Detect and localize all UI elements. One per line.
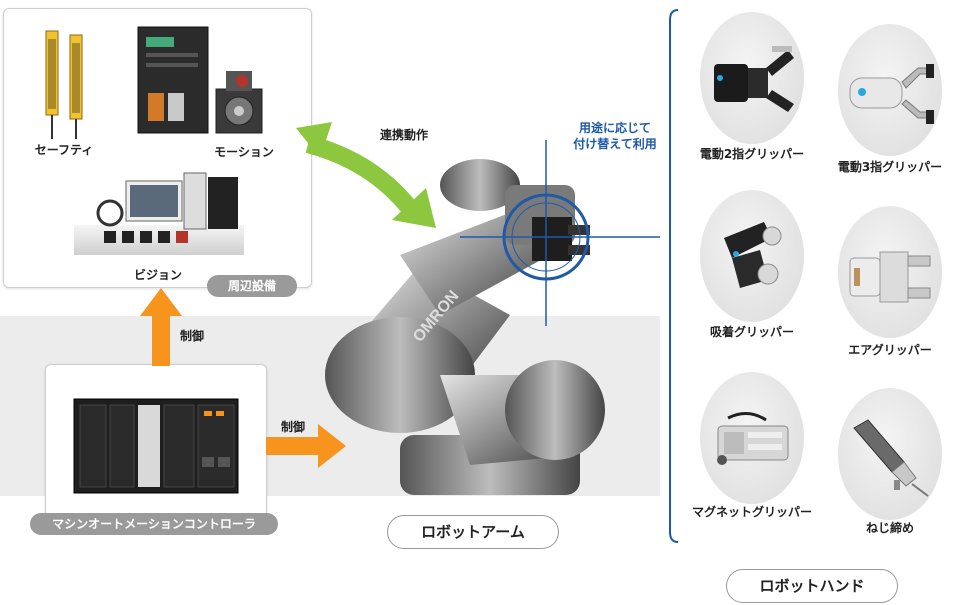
control-up-arrow bbox=[140, 288, 182, 366]
electric-2finger-gripper-icon bbox=[714, 46, 794, 112]
gripper-label-6: ねじ締め bbox=[865, 521, 914, 535]
hand-bracket bbox=[669, 9, 679, 543]
gripper-3finger-oval bbox=[838, 24, 942, 156]
control-right-label: 制御 bbox=[280, 420, 305, 434]
vision-system-image bbox=[74, 172, 244, 255]
vision-label: ビジョン bbox=[133, 268, 182, 282]
gripper-2finger-oval bbox=[700, 12, 804, 144]
gripper-screw-oval bbox=[838, 388, 942, 520]
motion-drive-image bbox=[137, 26, 263, 134]
swap-note: 用途に応じて 付け替えて利用 bbox=[560, 120, 670, 152]
gripper-suction-oval bbox=[700, 190, 804, 322]
safety-label: セーフティ bbox=[34, 143, 94, 157]
robot-arm-title-badge: ロボットアーム bbox=[387, 515, 559, 549]
gripper-label-4: エアグリッパー bbox=[848, 343, 932, 357]
vacuum-gripper-icon bbox=[724, 222, 782, 288]
controller-image bbox=[73, 398, 239, 494]
screwdriver-icon bbox=[853, 419, 929, 497]
magnet-gripper-icon bbox=[717, 412, 789, 465]
electric-3finger-gripper-icon bbox=[849, 64, 934, 124]
swap-note-line1: 用途に応じて bbox=[578, 121, 651, 135]
gripper-label-2: 電動3指グリッパー bbox=[837, 160, 943, 174]
control-right-arrow bbox=[266, 424, 346, 468]
safety-sensor-image bbox=[45, 30, 83, 139]
peripherals-title-badge: 周辺設備 bbox=[207, 275, 297, 297]
tool-swap-crosshair bbox=[460, 140, 660, 326]
gripper-label-3: 吸着グリッパー bbox=[709, 325, 794, 339]
motion-label: モーション bbox=[214, 145, 274, 159]
gripper-label-5: マグネットグリッパー bbox=[691, 505, 812, 519]
cooperation-label: 連携動作 bbox=[379, 128, 428, 142]
robot-hand-title-badge: ロボットハンド bbox=[726, 569, 898, 603]
control-up-label: 制御 bbox=[179, 329, 204, 343]
gripper-label-1: 電動2指グリッパー bbox=[699, 147, 805, 161]
gripper-air-oval bbox=[838, 206, 942, 338]
air-gripper-icon bbox=[849, 251, 931, 303]
cooperation-arrow bbox=[296, 122, 436, 228]
controller-panel bbox=[45, 364, 267, 522]
controller-title-badge: マシンオートメーションコントローラ bbox=[30, 513, 278, 535]
swap-note-line2: 付け替えて利用 bbox=[573, 137, 657, 151]
peripherals-panel: セーフティ モーション ビジョン bbox=[3, 8, 312, 288]
robot-arm-image: OMRON bbox=[325, 159, 605, 495]
gripper-magnet-oval bbox=[700, 372, 804, 504]
